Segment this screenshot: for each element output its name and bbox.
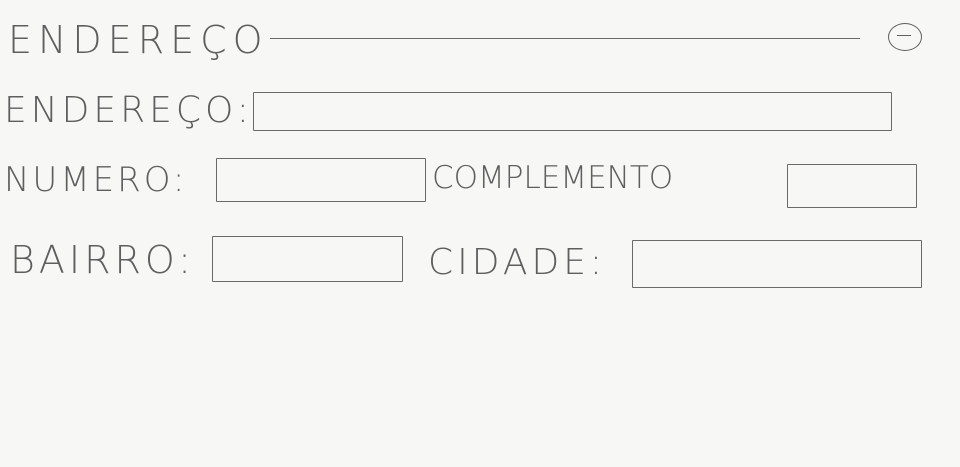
cidade-label: CIDADE: bbox=[428, 242, 607, 283]
complemento-field[interactable] bbox=[787, 164, 917, 208]
section-divider bbox=[270, 38, 860, 39]
numero-label: NUMERO: bbox=[4, 160, 188, 200]
endereco-field[interactable] bbox=[253, 92, 892, 131]
bairro-label: BAIRRO: bbox=[10, 238, 195, 282]
endereco-label: ENDEREÇO: bbox=[4, 90, 253, 131]
bairro-field[interactable] bbox=[212, 236, 403, 282]
section-title: ENDEREÇO bbox=[8, 18, 269, 62]
numero-field[interactable] bbox=[216, 158, 426, 202]
cidade-field[interactable] bbox=[632, 240, 922, 288]
minus-circle-icon[interactable] bbox=[888, 23, 922, 51]
complemento-label: COMPLEMENTO bbox=[432, 160, 674, 196]
